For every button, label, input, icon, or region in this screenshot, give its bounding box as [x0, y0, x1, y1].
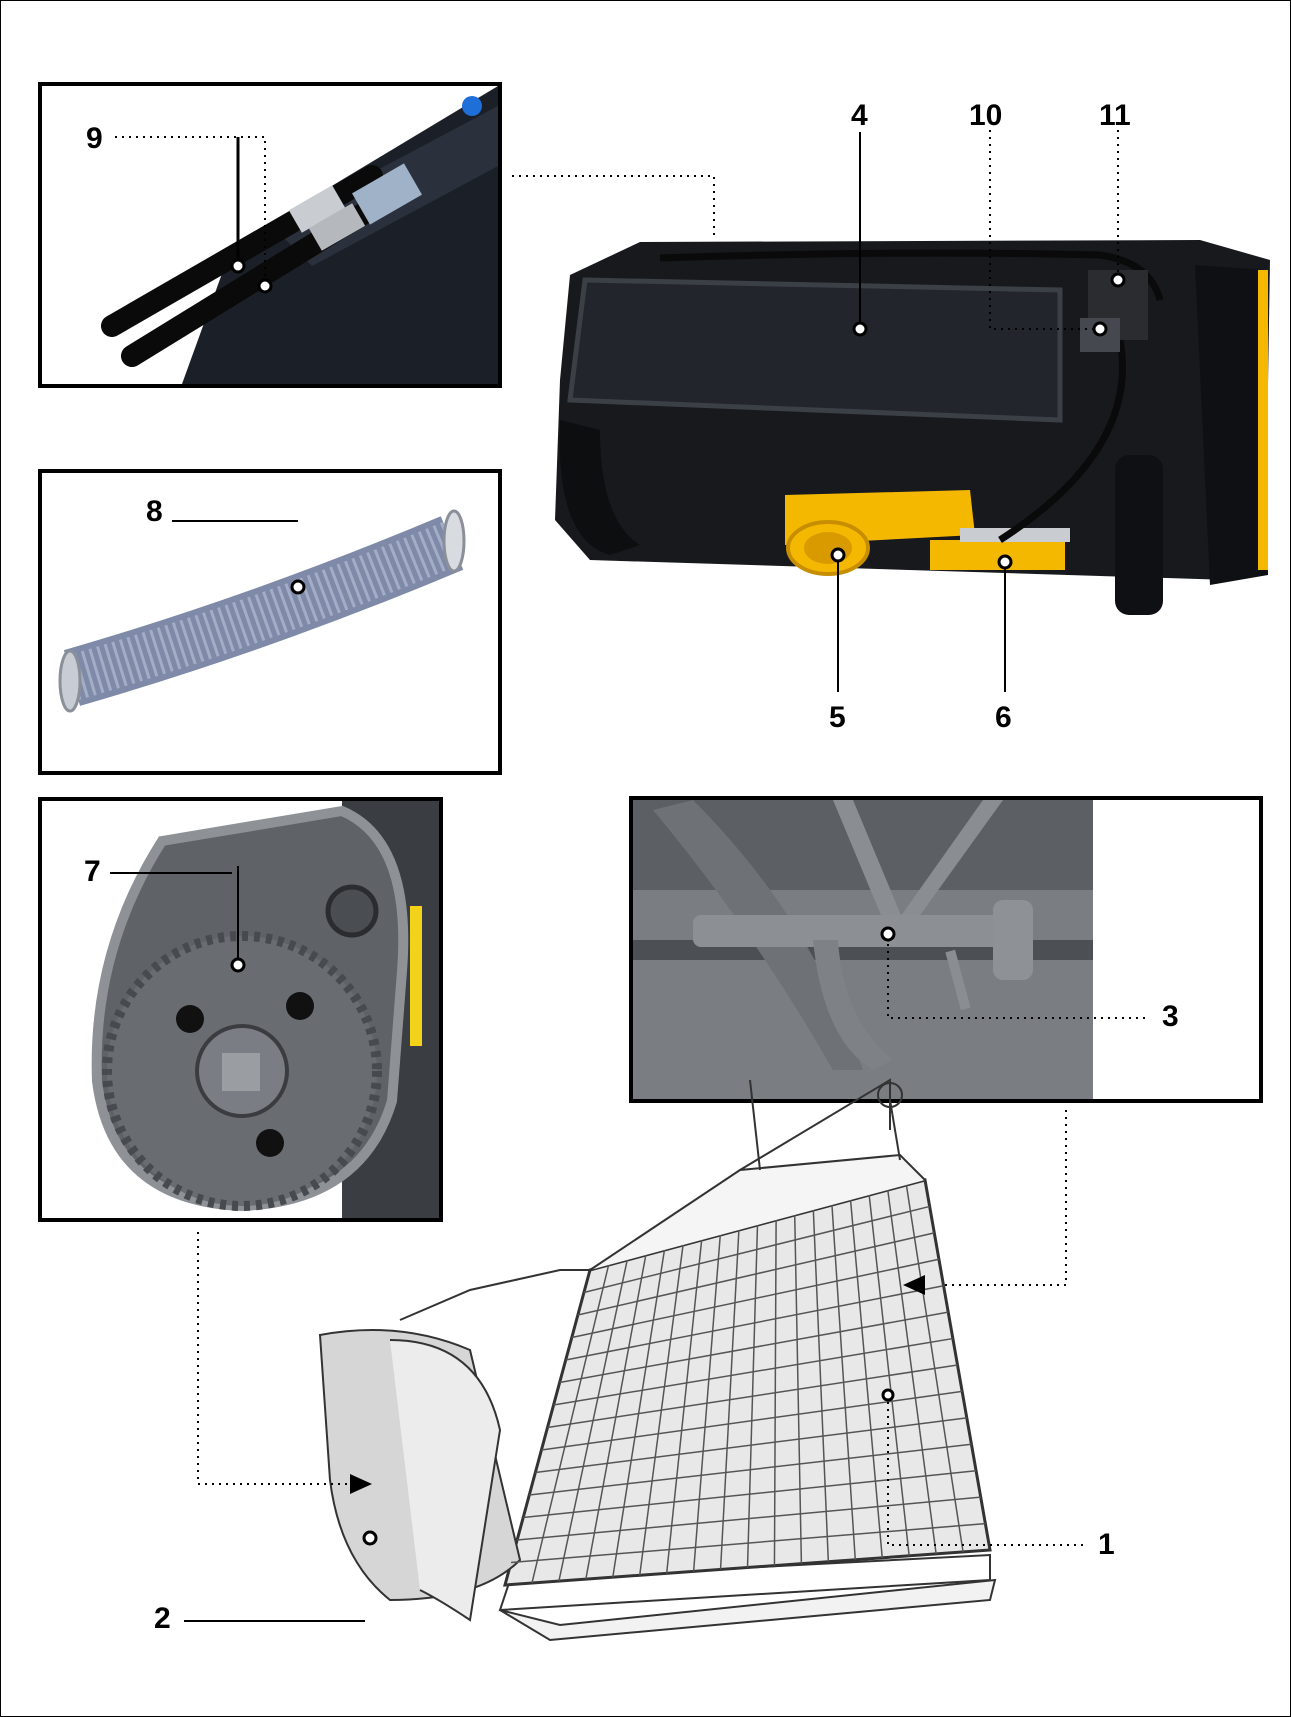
label-7: 7 — [84, 855, 101, 888]
label-4: 4 — [851, 99, 868, 132]
dot-10 — [1092, 321, 1108, 337]
panel-3-connector — [940, 1110, 1067, 1286]
label-2: 2 — [154, 1602, 171, 1635]
label-5: 5 — [829, 701, 846, 734]
label-9: 9 — [86, 122, 103, 155]
hydraulic-hoses-photo — [42, 86, 498, 384]
dot-5 — [830, 547, 846, 563]
panel-chain-drive — [38, 797, 443, 1222]
dot-3 — [880, 926, 896, 942]
label-1-dotted — [887, 1395, 1085, 1546]
panel-mixing-paddle — [629, 796, 1263, 1103]
label-3-dotted — [887, 944, 1150, 1019]
label-10: 10 — [969, 99, 1003, 132]
dot-4 — [852, 321, 868, 337]
dot-7 — [230, 957, 246, 973]
dot-11 — [1110, 272, 1126, 288]
dot-9b — [257, 278, 273, 294]
label-6: 6 — [995, 701, 1012, 734]
mixing-paddle-photo — [633, 800, 1259, 1099]
panel-flexible-hose — [38, 469, 502, 775]
dot-1 — [881, 1388, 895, 1402]
dot-9a — [230, 258, 246, 274]
panel-7-connector — [197, 1232, 350, 1485]
label-3: 3 — [1162, 1000, 1179, 1033]
label-10-dotted — [989, 130, 1100, 330]
arrow-to-bucket-interior — [903, 1275, 925, 1295]
arrow-to-chain-cover — [350, 1474, 372, 1494]
label-1: 1 — [1098, 1528, 1115, 1561]
label-8: 8 — [146, 495, 163, 528]
flexible-hose-photo — [42, 473, 498, 771]
label-11: 11 — [1099, 99, 1131, 132]
dot-8 — [290, 579, 306, 595]
dot-2 — [362, 1530, 378, 1546]
dot-6 — [997, 554, 1013, 570]
panel-hydraulic-hoses — [38, 82, 502, 388]
chain-drive-photo — [42, 801, 439, 1218]
panel-9-connector — [512, 175, 715, 237]
label-9-dotted — [115, 136, 266, 286]
